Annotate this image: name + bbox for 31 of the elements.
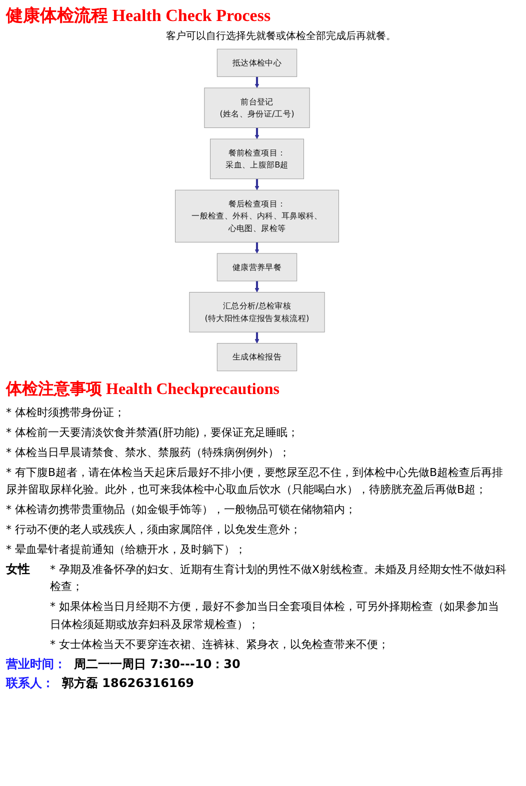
category-label: 女性: [6, 561, 31, 578]
note-text: * 孕期及准备怀孕的妇女、近期有生育计划的男性不做X射线检查。未婚及月经期女性不做妇科检查；: [50, 562, 508, 596]
note-text: * 有下腹B超者，请在体检当天起床后最好不排小便，要憋尿至忍不住，到体检中心先做B超检查后再排尿并留取尿样化验。此外，也可来我体检中心取血后饮水（只能喝白水），待膀胱充盈后再做B超；: [6, 465, 504, 498]
note-text: * 体检当日早晨请禁食、禁水、禁服药（特殊病例例外）；: [6, 445, 291, 462]
field-value: 郭方磊 18626316169: [62, 674, 194, 692]
arrow: [254, 332, 260, 344]
node-box: 健康营养早餐: [216, 253, 298, 282]
node-box: 前台登记 (姓名、身份证/工号): [204, 88, 310, 128]
arrow: [254, 280, 260, 292]
field-label: 联系人：: [6, 674, 54, 692]
node-box: 汇总分析/总检审核 (特大阳性体症报告复核流程): [189, 292, 325, 332]
note-text: * 体检时须携带身份证；: [6, 405, 126, 421]
diagram-note: 客户可以自行选择先就餐或体检全部完成后再就餐。: [166, 30, 397, 43]
arrow: [254, 128, 260, 140]
note-text: * 女士体检当天不要穿连衣裙、连裤袜、紧身衣，以免检查带来不便；: [50, 636, 390, 653]
node-box: 生成体检报告: [216, 343, 298, 372]
node-box: 抵达体检中心: [216, 48, 298, 77]
node-box: 餐后检查项目： 一般检查、外科、内科、耳鼻喉科、心电图、尿检等: [175, 190, 339, 242]
field-label: 营业时间：: [6, 656, 66, 673]
note-text: * 如果体检当日月经期不方便，最好不参加当日全套项目体检，可另外择期检查（如果参加当日体检须延期或放弃妇科及尿常规检查）；: [50, 599, 500, 633]
note-text: * 行动不便的老人或残疾人，须由家属陪伴，以免发生意外；: [6, 522, 302, 538]
field-value: 周二一一周日 7:30---10：30: [74, 656, 240, 673]
arrow: [254, 242, 260, 254]
note-text: * 体检前一天要清淡饮食并禁酒(肝功能)，要保证充足睡眠；: [6, 425, 300, 442]
note-text: * 晕血晕针者提前通知（给糖开水，及时躺下）；: [6, 542, 247, 558]
note-text: * 体检请勿携带贵重物品（如金银手饰等），一般物品可锁在储物箱内；: [6, 502, 357, 518]
section-heading: 体检注意事项 Health Checkprecautions: [6, 379, 280, 400]
arrow: [254, 178, 260, 190]
node-box: 餐前检查项目： 采血、上腹部B超: [210, 138, 304, 180]
diagram-title: 健康体检流程 Health Check Process: [6, 5, 272, 27]
arrow: [254, 76, 260, 88]
